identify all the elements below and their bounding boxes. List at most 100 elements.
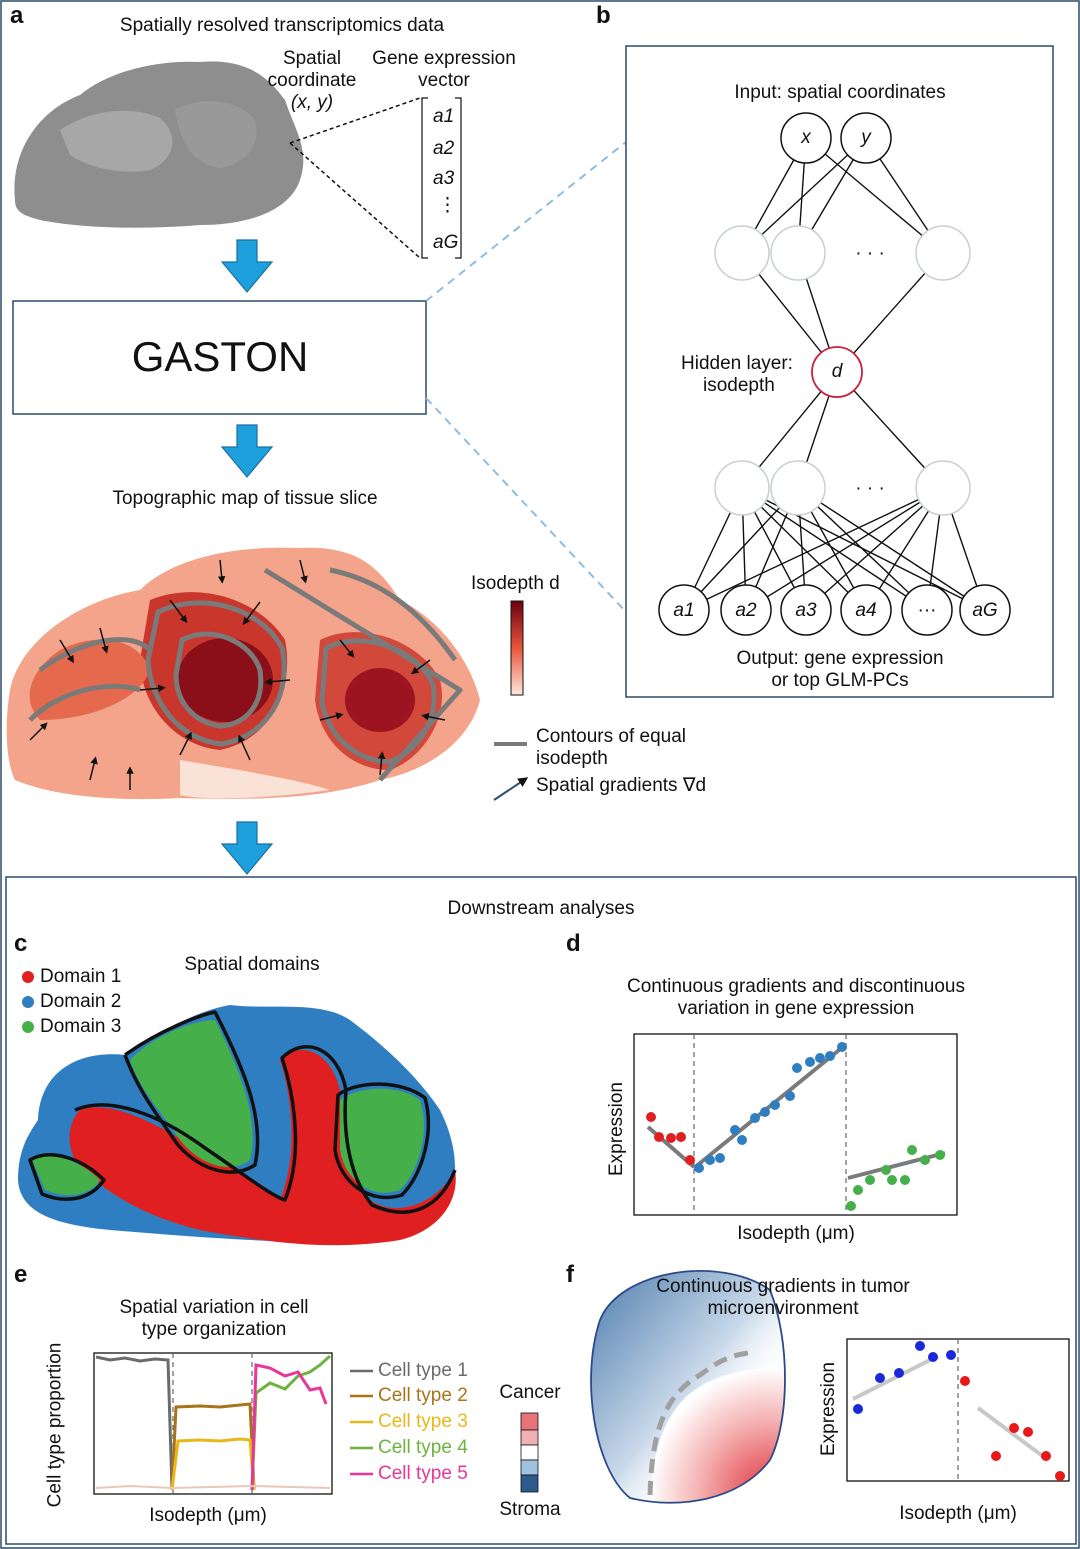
arrow-down-2 bbox=[220, 424, 274, 478]
legend-domain-1: Domain 1 bbox=[40, 966, 122, 987]
panel-c-title: Spatial domains bbox=[184, 954, 320, 975]
line-low-baseline bbox=[95, 1484, 331, 1490]
panel-d-title-line-2: variation in gene expression bbox=[677, 998, 915, 1019]
vector-entry-a3: a3 bbox=[433, 168, 455, 189]
hidden-label-line-1: Hidden layer: bbox=[681, 353, 793, 374]
panel-e-title-line-2: type organization bbox=[141, 1319, 287, 1340]
legend-domain-3: Domain 3 bbox=[40, 1016, 122, 1037]
flow-arrows bbox=[220, 239, 274, 875]
panel-e-xlabel: Isodepth (μm) bbox=[149, 1505, 267, 1526]
legend-dot-domain-1 bbox=[22, 971, 34, 983]
node-d-label: d bbox=[831, 361, 843, 382]
legend-cell-type-2: Cell type 2 bbox=[378, 1385, 468, 1406]
downstream-box bbox=[5, 876, 1077, 1545]
plot-d bbox=[633, 1033, 958, 1216]
panel-letter-d: d bbox=[566, 930, 581, 957]
topographic-map bbox=[6, 547, 480, 800]
legend-cell-type-3: Cell type 3 bbox=[378, 1411, 468, 1432]
spatial-coord-line-3: (x, y) bbox=[290, 92, 334, 113]
vector-entry-ellipsis: ⋮ bbox=[438, 195, 457, 216]
output-node-4: a4 bbox=[855, 600, 877, 621]
output-node-1: a1 bbox=[673, 600, 695, 621]
isodepth-contours bbox=[28, 567, 463, 782]
domain-legend-dots bbox=[22, 971, 34, 1033]
legend-cell-type-5: Cell type 5 bbox=[378, 1463, 468, 1484]
legend-cell-type-4: Cell type 4 bbox=[378, 1437, 468, 1458]
output-node-ellipsis: ··· bbox=[917, 600, 937, 621]
legend-gradient-label: Spatial gradients ∇d bbox=[536, 775, 707, 796]
vector-bracket-left bbox=[421, 97, 428, 259]
stroma-label: Stroma bbox=[499, 1499, 561, 1520]
tissue-scatter-grey bbox=[14, 61, 304, 228]
spatial-coord-line-2: coordinate bbox=[267, 70, 357, 91]
input-label: Input: spatial coordinates bbox=[734, 82, 946, 103]
vector-entry-a2: a2 bbox=[433, 138, 455, 159]
legend-cell-type-1: Cell type 1 bbox=[378, 1360, 468, 1381]
panel-f-ylabel: Expression bbox=[818, 1362, 839, 1456]
hidden-ellipsis-2: · · · bbox=[855, 478, 885, 499]
legend-dot-domain-2 bbox=[22, 996, 34, 1008]
panel-a-title: Spatially resolved transcriptomics data bbox=[119, 15, 445, 36]
node-y bbox=[840, 112, 892, 164]
output-label-line-2: or top GLM-PCs bbox=[771, 670, 909, 691]
panel-d-ylabel: Expression bbox=[606, 1082, 627, 1176]
plot-d-frame bbox=[633, 1033, 958, 1216]
output-node-2: a2 bbox=[735, 600, 757, 621]
output-label-line-1: Output: gene expression bbox=[736, 648, 944, 669]
panel-letter-e: e bbox=[14, 1261, 28, 1288]
panel-letter-f: f bbox=[566, 1261, 574, 1288]
arrow-down-3 bbox=[220, 821, 274, 875]
plot-e-frame bbox=[93, 1352, 333, 1495]
gene-vector-line-2: vector bbox=[418, 70, 470, 91]
panel-f-title-line-2: microenvironment bbox=[707, 1298, 859, 1319]
panel-d-title-line-1: Continuous gradients and discontinuous bbox=[626, 976, 966, 997]
cancer-stroma-colorbar bbox=[520, 1412, 539, 1493]
legend-dot-domain-3 bbox=[22, 1021, 34, 1033]
plot-e bbox=[93, 1352, 333, 1495]
plot-f bbox=[846, 1338, 1070, 1482]
cancer-label: Cancer bbox=[499, 1382, 561, 1403]
node-isodepth bbox=[811, 346, 863, 398]
panel-e-title-line-1: Spatial variation in cell bbox=[119, 1297, 309, 1318]
node-y-label: y bbox=[861, 127, 871, 148]
output-nodes bbox=[658, 584, 1011, 636]
output-node-G: aG bbox=[972, 600, 998, 621]
legend-domain-2: Domain 2 bbox=[40, 991, 122, 1012]
panel-d-xlabel: Isodepth (μm) bbox=[737, 1223, 855, 1244]
legend-contour-line-2: isodepth bbox=[536, 748, 608, 769]
spatial-domains-map bbox=[18, 1005, 457, 1246]
panel-f-xlabel: Isodepth (μm) bbox=[899, 1503, 1017, 1524]
spatial-coord-line-1: Spatial bbox=[282, 48, 342, 69]
line-cell-type-5 bbox=[250, 1363, 328, 1491]
panel-letter-c: c bbox=[14, 930, 28, 957]
arrow-down-1 bbox=[220, 239, 274, 293]
line-cell-type-4 bbox=[250, 1354, 332, 1491]
vector-entry-aG: aG bbox=[433, 232, 459, 253]
connector-top bbox=[425, 141, 627, 302]
hidden-layer-1 bbox=[714, 225, 971, 281]
isodepth-colorbar bbox=[510, 600, 524, 696]
panel-e-ylabel: Cell type proportion bbox=[44, 1342, 66, 1508]
projection-line-top bbox=[289, 97, 421, 144]
topographic-map-title: Topographic map of tissue slice bbox=[112, 488, 378, 509]
node-x-label: x bbox=[801, 127, 811, 148]
colorbar-label: Isodepth d bbox=[471, 573, 560, 594]
connector-bottom bbox=[425, 397, 627, 613]
hidden-ellipsis-1: · · · bbox=[855, 243, 885, 264]
gene-vector-line-1: Gene expression bbox=[372, 48, 516, 69]
cell-type-legend-lines bbox=[350, 1369, 373, 1476]
hidden-label-line-2: isodepth bbox=[703, 375, 775, 396]
gaston-box bbox=[12, 300, 427, 415]
hidden-layer-2 bbox=[714, 460, 971, 516]
output-node-3: a3 bbox=[795, 600, 817, 621]
line-cell-type-2 bbox=[170, 1402, 256, 1491]
gaston-label: GASTON bbox=[131, 333, 309, 380]
domain-boundaries bbox=[28, 1010, 457, 1214]
gradient-arrows bbox=[29, 559, 446, 790]
network-box bbox=[625, 45, 1054, 698]
legend-contour-line-1: Contours of equal bbox=[536, 726, 686, 747]
tumor-outline bbox=[590, 1270, 786, 1504]
node-x bbox=[780, 112, 832, 164]
